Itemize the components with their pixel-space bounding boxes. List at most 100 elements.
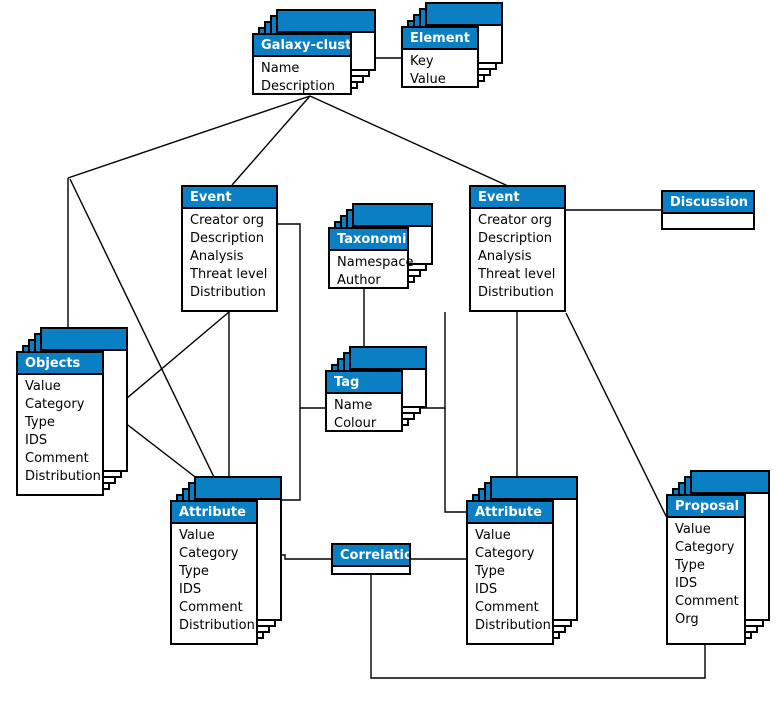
class-name-objects: Objects bbox=[18, 353, 102, 375]
attribute-list-correlation bbox=[333, 567, 409, 581]
class-name-event-left: Event bbox=[183, 187, 276, 209]
stack-copy-title-bar bbox=[492, 478, 576, 500]
class-node-discussion[interactable]: Discussion bbox=[661, 190, 755, 230]
class-name-taxonomies: Taxonomies bbox=[330, 229, 407, 251]
connector-event-right-proposal bbox=[565, 312, 668, 519]
attribute-row: Threat level bbox=[190, 267, 268, 282]
connector-objects-event-left bbox=[119, 311, 230, 405]
attribute-row: Distribution bbox=[475, 618, 551, 633]
attribute-row: Threat level bbox=[478, 267, 556, 282]
attribute-row: Name bbox=[261, 61, 300, 76]
attribute-row: Type bbox=[475, 564, 505, 579]
attribute-row: IDS bbox=[179, 582, 202, 597]
stack-copy-title-bar bbox=[354, 205, 431, 227]
attribute-row: Category bbox=[179, 546, 239, 561]
attribute-row: Key bbox=[410, 54, 434, 69]
attribute-row: Category bbox=[675, 540, 735, 555]
stack-copy-title-bar bbox=[42, 329, 126, 351]
class-name-event-right: Event bbox=[471, 187, 564, 209]
attribute-row: IDS bbox=[675, 576, 698, 591]
stack-copy-title-bar bbox=[196, 478, 280, 500]
attribute-row: Description bbox=[261, 79, 336, 94]
attribute-row: Value bbox=[410, 72, 446, 87]
connector-event-left-tag bbox=[278, 223, 325, 409]
class-box-discussion[interactable]: Discussion bbox=[661, 190, 755, 230]
attribute-row: Comment bbox=[475, 600, 539, 615]
attribute-row: Distribution bbox=[478, 285, 554, 300]
attribute-row: IDS bbox=[25, 433, 48, 448]
attribute-row: Category bbox=[475, 546, 535, 561]
attribute-row: Category bbox=[25, 397, 85, 412]
class-name-tag: Tag bbox=[327, 372, 401, 394]
connector-tag-attribute-right bbox=[444, 408, 466, 513]
attribute-row: Namespace bbox=[337, 255, 414, 270]
attribute-row: Distribution bbox=[190, 285, 266, 300]
attribute-row: Author bbox=[337, 273, 381, 288]
class-name-correlation: Correlation bbox=[333, 545, 409, 567]
class-box-correlation[interactable]: Correlation bbox=[331, 543, 411, 575]
class-node-taxonomies[interactable]: TaxonomiesNamespaceAuthor bbox=[328, 203, 433, 289]
class-box-taxonomies[interactable]: TaxonomiesNamespaceAuthor bbox=[328, 227, 414, 289]
stack-copy-title-bar bbox=[351, 348, 425, 370]
attribute-list-discussion bbox=[663, 214, 753, 228]
class-name-attribute-right: Attribute bbox=[468, 502, 552, 524]
attribute-row: Org bbox=[675, 612, 699, 627]
class-box-galaxy-cluster[interactable]: Galaxy-clusterNameDescription bbox=[252, 33, 352, 95]
class-name-galaxy-cluster: Galaxy-cluster bbox=[254, 35, 350, 57]
stack-copy-title-bar bbox=[427, 4, 501, 26]
attribute-row: Comment bbox=[675, 594, 739, 609]
class-node-galaxy-cluster[interactable]: Galaxy-clusterNameDescription bbox=[252, 9, 376, 95]
attribute-row: Value bbox=[179, 528, 215, 543]
attribute-row: Colour bbox=[334, 416, 377, 431]
attribute-row: Value bbox=[475, 528, 511, 543]
attribute-row: Creator org bbox=[190, 213, 264, 228]
stack-copy-title-bar bbox=[278, 11, 374, 33]
class-name-attribute-left: Attribute bbox=[172, 502, 256, 524]
attribute-row: Analysis bbox=[190, 249, 244, 264]
attribute-row: IDS bbox=[475, 582, 498, 597]
attribute-row: Type bbox=[179, 564, 209, 579]
attribute-row: Type bbox=[675, 558, 705, 573]
attribute-row: Description bbox=[190, 231, 265, 246]
attribute-row: Value bbox=[675, 522, 711, 537]
attribute-row: Comment bbox=[179, 600, 243, 615]
connector-galaxy-junction-left bbox=[67, 95, 311, 179]
attribute-row: Distribution bbox=[179, 618, 255, 633]
class-name-proposal: Proposal bbox=[668, 496, 744, 518]
connector-galaxy-event-right bbox=[309, 95, 509, 187]
class-name-element: Element bbox=[403, 28, 477, 50]
attribute-row: Creator org bbox=[478, 213, 552, 228]
attribute-row: Analysis bbox=[478, 249, 532, 264]
connector-galaxy-event-left bbox=[231, 95, 311, 186]
class-node-correlation[interactable]: Correlation bbox=[331, 543, 411, 575]
class-name-discussion: Discussion bbox=[663, 192, 753, 214]
attribute-row: Distribution bbox=[25, 469, 101, 484]
